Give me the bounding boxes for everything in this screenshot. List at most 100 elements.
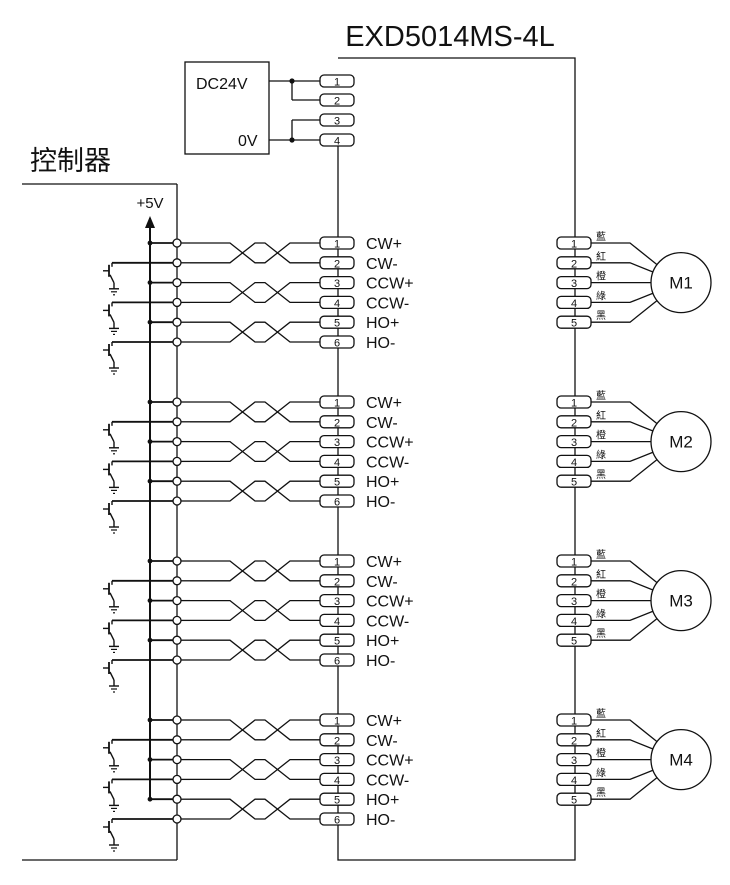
motor-wire: [591, 560, 658, 584]
driver-pin-2-4: [319, 454, 355, 469]
driver-pin-1-3: [319, 275, 355, 290]
diagram-title: EXD5014MS-4L: [345, 21, 555, 53]
driver-pin-2-3-label: 3: [334, 437, 340, 449]
driver-pin-1-2: [319, 256, 355, 270]
motor-wire: [591, 767, 658, 781]
controller-terminal: [172, 397, 182, 407]
vcc-junction: [147, 439, 153, 444]
controller-label: 控制器: [30, 146, 111, 177]
controller-terminal: [172, 476, 182, 486]
motor-wire: [591, 739, 658, 752]
motor-pin-m4-5-label: 5: [571, 795, 577, 807]
signal-label-cw-minusplus: CW+: [366, 395, 402, 412]
signal-label-ccw-minusplus: CCW+: [366, 276, 414, 293]
twisted-wire: [190, 440, 320, 463]
driver-pin-3-2-label: 2: [334, 576, 340, 588]
motor-wire: [591, 421, 658, 434]
transistor-emitter: [109, 632, 115, 641]
dc24v-label: DC24V: [196, 76, 248, 93]
wire-color-label: 綠: [596, 608, 606, 620]
wire-color-label: 橙: [596, 747, 606, 760]
driver-pin-2-5-label: 5: [334, 477, 340, 489]
vcc-junction: [147, 478, 153, 484]
vcc-junction: [147, 558, 153, 564]
wire-color-label: 綠: [596, 290, 606, 302]
driver-pin-2-2-label: 2: [334, 417, 340, 429]
wire-color-label: 黑: [596, 787, 606, 799]
driver-pin-3-1: [319, 554, 355, 568]
controller-terminal: [172, 317, 182, 327]
vcc-junction: [147, 637, 153, 643]
motor-wire: [591, 401, 658, 425]
driver-pin-1-1: [319, 236, 355, 250]
wire-color-label: 橙: [596, 588, 606, 601]
wire-color-label: 紅: [596, 569, 606, 581]
supply-pin-3: [319, 113, 355, 127]
wire-color-label: 紅: [596, 251, 606, 263]
vcc-rail: +5V: [136, 195, 164, 799]
twisted-wire: [190, 480, 320, 502]
driver-pin-3-4-label: 4: [334, 616, 340, 628]
supply-pin-2-label: 2: [334, 96, 340, 108]
motor-pin-m1-1-label: 1: [571, 239, 577, 251]
twisted-wire: [190, 719, 320, 741]
motor-pin-m1-2-label: 2: [571, 258, 577, 270]
motor-pin-m4-1-label: 1: [571, 716, 577, 728]
twisted-wire: [190, 440, 320, 463]
motor-circle: [650, 251, 712, 314]
wire-color-label: 橙: [596, 429, 606, 442]
driver-pin-4-5: [319, 792, 355, 806]
driver-pin-4-4: [319, 772, 355, 787]
controller-terminal: [172, 715, 182, 725]
wire-color-label: 黑: [596, 628, 606, 640]
signal-label-ho-minus: HO-: [366, 335, 395, 352]
driver-pin-3-6: [319, 653, 355, 667]
twisted-wire: [190, 599, 320, 622]
driver-pin-1-5-label: 5: [334, 318, 340, 330]
signal-label-cw-minusplus: CW+: [366, 554, 402, 571]
controller-terminal: [172, 576, 182, 586]
motor-label: M3: [669, 592, 693, 611]
transistor-emitter: [109, 671, 115, 681]
twisted-wire: [190, 639, 320, 661]
motor-pin-m4-4-label: 4: [571, 775, 577, 787]
motor-pin-m3-1-label: 1: [571, 557, 577, 569]
wire-color-label: 紅: [596, 410, 606, 422]
motor-circle: [650, 569, 712, 632]
zero-v-label: 0V: [238, 133, 258, 150]
driver-pin-4-3-label: 3: [334, 755, 340, 767]
motor-circle: [650, 728, 712, 791]
driver-pin-1-6: [319, 335, 355, 349]
driver-pin-4-3: [319, 752, 355, 767]
controller-terminal: [172, 277, 182, 288]
driver-pin-1-1-label: 1: [334, 239, 340, 251]
controller-terminal: [172, 297, 182, 308]
vcc-junction: [147, 757, 153, 762]
motor-wire: [591, 777, 658, 800]
driver-pin-3-1-label: 1: [334, 557, 340, 569]
driver-pin-3-5: [319, 633, 355, 647]
motor-wire: [591, 300, 658, 323]
controller-terminal: [172, 595, 182, 606]
motor-wire: [591, 290, 658, 304]
motor-wire: [591, 719, 658, 743]
signal-label-ccw-minusplus: CCW+: [366, 594, 414, 611]
driver-pin-1-3-label: 3: [334, 278, 340, 290]
controller-terminal: [172, 814, 182, 824]
controller-terminal: [172, 615, 182, 626]
signal-label-cw-minus: CW-: [366, 415, 398, 432]
driver-pin-4-1: [319, 713, 355, 727]
signal-label-cw-minus: CW-: [366, 574, 398, 591]
controller-terminal: [172, 655, 182, 665]
vcc-junction: [147, 319, 153, 325]
driver-pin-3-5-label: 5: [334, 636, 340, 648]
twisted-wire: [190, 401, 320, 423]
